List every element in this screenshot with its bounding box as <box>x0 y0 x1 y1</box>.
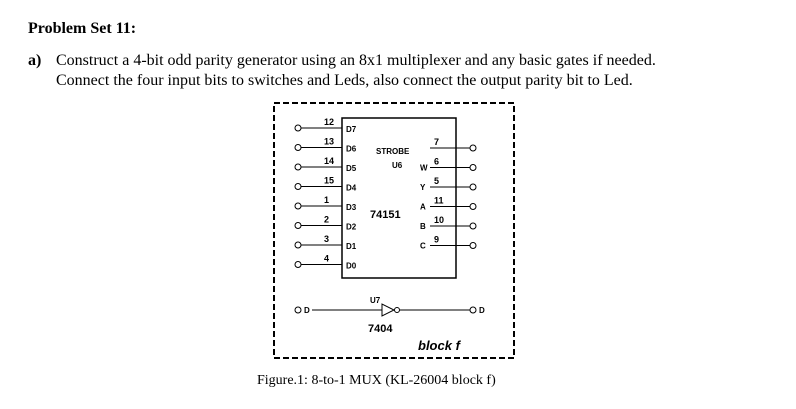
output-pin-number: 9 <box>434 235 439 245</box>
output-terminal <box>469 144 477 152</box>
output-terminal <box>469 164 477 171</box>
mux-schematic: 74151 U6 STROBE 12D713D614D515D41D32D23D… <box>273 102 515 359</box>
problem-text-line-1: Construct a 4-bit odd parity generator u… <box>56 52 656 69</box>
output-pin-number: 5 <box>434 176 439 186</box>
input-pin-number: 12 <box>324 117 334 127</box>
input-signal-label: D7 <box>346 125 357 134</box>
input-signal-label: D1 <box>346 242 357 251</box>
output-pin-number: 11 <box>434 196 444 206</box>
output-terminal <box>469 222 477 230</box>
output-signal-label: B <box>420 222 426 231</box>
input-terminal <box>294 163 302 171</box>
output-terminal <box>469 203 477 210</box>
output-signal-label: C <box>420 242 426 251</box>
output-pin-number: 10 <box>434 215 444 225</box>
inverter-output-terminal <box>469 306 477 314</box>
input-pin-number: 13 <box>324 137 334 147</box>
input-pin-number: 4 <box>324 254 329 264</box>
input-terminal <box>294 144 302 151</box>
output-terminal <box>469 242 477 249</box>
input-signal-label: D5 <box>346 164 357 173</box>
input-pin-number: 3 <box>324 234 329 244</box>
input-terminal <box>294 241 302 249</box>
inverter-input-label: D <box>304 306 310 315</box>
input-signal-label: D0 <box>346 262 357 271</box>
output-terminal <box>469 183 477 191</box>
input-pin-number: 15 <box>324 176 334 186</box>
input-signal-label: D6 <box>346 145 357 154</box>
output-signal-label: Y <box>420 183 426 192</box>
input-terminal <box>294 222 302 229</box>
input-terminal <box>294 124 302 132</box>
input-signal-label: D2 <box>346 223 357 232</box>
input-signal-label: D4 <box>346 184 357 193</box>
input-terminal <box>294 202 302 210</box>
output-pin-number: 7 <box>434 137 439 147</box>
item-label: a) <box>28 52 42 69</box>
inverter-bubble <box>394 307 400 313</box>
problem-text-line-2: Connect the four input bits to switches … <box>56 72 633 89</box>
inverter-output-label: D <box>479 306 485 315</box>
gate-ref: U7 <box>370 296 381 305</box>
inverter-gate-icon <box>381 303 396 317</box>
problem-set-heading: Problem Set 11: <box>28 20 137 37</box>
figure-caption: Figure.1: 8-to-1 MUX (KL-26004 block f) <box>257 373 496 388</box>
input-terminal <box>294 183 302 190</box>
chip-name: 74151 <box>370 209 401 221</box>
input-signal-label: D3 <box>346 203 357 212</box>
output-signal-label: W <box>420 164 428 173</box>
mux-chip-body <box>341 117 457 279</box>
output-signal-label: A <box>420 203 426 212</box>
strobe-label: STROBE <box>376 147 410 156</box>
gate-name: 7404 <box>368 323 393 335</box>
output-pin-number: 6 <box>434 157 439 167</box>
inverter-input-terminal <box>294 306 302 314</box>
block-border <box>273 102 515 359</box>
input-pin-number: 2 <box>324 215 329 225</box>
input-terminal <box>294 261 302 268</box>
chip-ref: U6 <box>392 161 403 170</box>
input-pin-number: 1 <box>324 195 329 205</box>
input-pin-number: 14 <box>324 156 334 166</box>
block-label: block f <box>418 338 462 353</box>
